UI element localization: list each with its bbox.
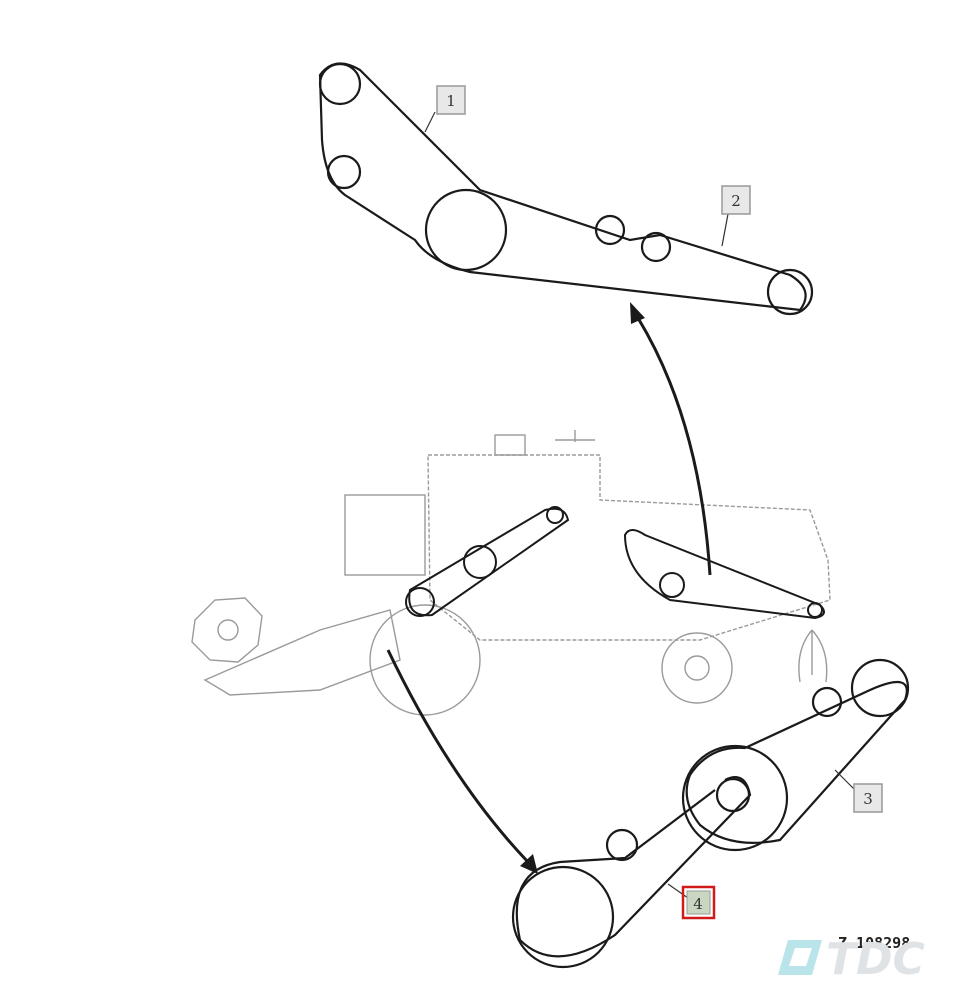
callout-2[interactable]: 2 bbox=[721, 185, 751, 247]
pulley bbox=[405, 587, 435, 617]
callout-1[interactable]: 1 bbox=[424, 85, 466, 133]
grapple bbox=[798, 629, 828, 683]
pulley bbox=[511, 865, 615, 969]
pulley bbox=[463, 545, 497, 579]
pulley bbox=[715, 777, 751, 813]
rear-wheel bbox=[661, 632, 733, 704]
callout-4[interactable]: 4 bbox=[667, 883, 716, 920]
callout-label: 1 bbox=[446, 92, 456, 110]
pulley bbox=[766, 268, 814, 316]
callout-label: 4 bbox=[693, 895, 703, 913]
callout-highlight bbox=[681, 885, 716, 920]
arrows bbox=[386, 302, 712, 874]
callout-box bbox=[721, 185, 751, 215]
reference-code: Z 108298 bbox=[838, 934, 910, 952]
tdc-logo-icon bbox=[778, 940, 822, 975]
belt-3 bbox=[685, 680, 908, 844]
pulley bbox=[318, 62, 362, 106]
combine-harvester bbox=[191, 430, 831, 716]
harvester-body bbox=[427, 454, 831, 641]
reel bbox=[191, 597, 263, 663]
callout-leader bbox=[667, 883, 689, 899]
rear-drive-belt bbox=[623, 529, 825, 620]
pulley bbox=[640, 231, 672, 263]
callout-label: 2 bbox=[731, 192, 741, 210]
pulley bbox=[850, 658, 910, 718]
arrowhead bbox=[520, 854, 538, 874]
callout-leader bbox=[834, 769, 856, 791]
pulley bbox=[326, 154, 362, 190]
arrow-to-upper-belt bbox=[636, 317, 712, 576]
belt-4 bbox=[515, 776, 752, 958]
harvester-cab bbox=[344, 494, 426, 576]
arrow-to-lower-belt bbox=[386, 649, 530, 864]
callout-box bbox=[436, 85, 466, 115]
front-wheel bbox=[369, 604, 481, 716]
harvester-header bbox=[203, 609, 401, 696]
lower-belt-assembly bbox=[511, 658, 910, 969]
callout-3[interactable]: 3 bbox=[834, 769, 883, 813]
pulley bbox=[546, 506, 564, 524]
pulley bbox=[594, 214, 626, 246]
arrowhead bbox=[630, 302, 645, 324]
exhaust bbox=[555, 430, 595, 442]
front-drive-belt bbox=[408, 507, 570, 617]
callout-box bbox=[853, 783, 883, 813]
watermark-text: TDC bbox=[826, 934, 925, 985]
callout-leader bbox=[424, 111, 436, 133]
reel-hub bbox=[217, 619, 239, 641]
harvester-belt-drives bbox=[405, 506, 825, 620]
callout-box bbox=[686, 890, 711, 915]
upper-belt-assembly bbox=[318, 62, 814, 316]
pulley bbox=[811, 686, 843, 718]
callout-leader bbox=[721, 213, 729, 247]
rear-wheel-hub bbox=[684, 655, 710, 681]
tdc-watermark: TDC bbox=[778, 934, 925, 985]
pulley bbox=[659, 572, 685, 598]
callout-label: 3 bbox=[863, 790, 873, 808]
harvester-top bbox=[494, 434, 526, 456]
pulley bbox=[605, 828, 639, 862]
pulley bbox=[807, 602, 823, 618]
pulley bbox=[424, 188, 508, 272]
pulley bbox=[681, 744, 789, 852]
